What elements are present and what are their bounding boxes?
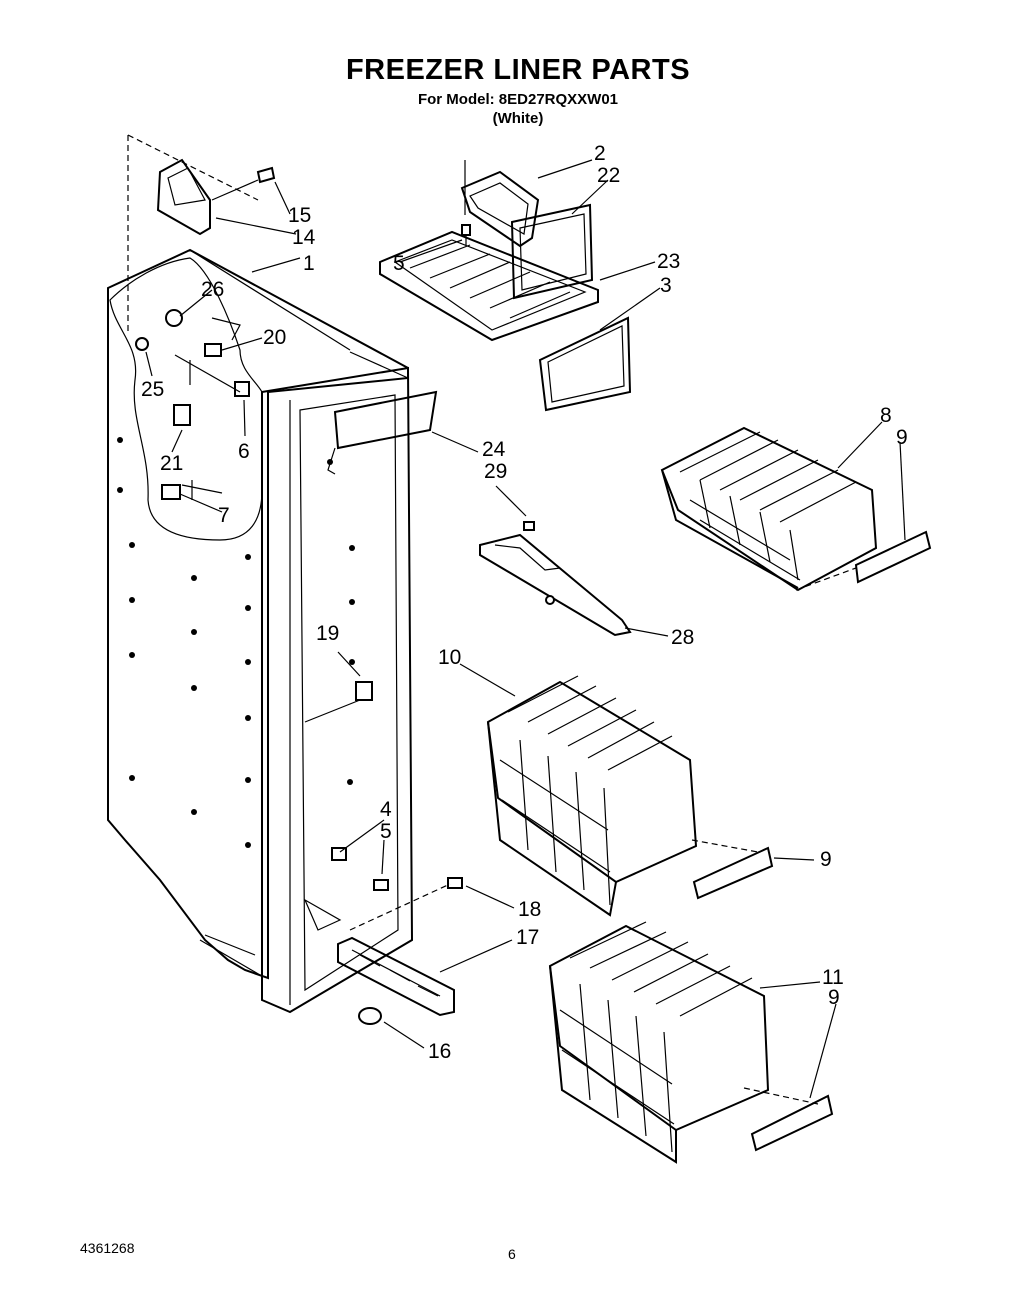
basket-part-8 — [660, 426, 932, 592]
shelf-assembly — [379, 160, 632, 412]
callout-9-bottom: 9 — [828, 986, 840, 1009]
callout-4: 4 — [380, 798, 392, 821]
callout-9-middle: 9 — [820, 848, 832, 871]
liner-components — [135, 309, 250, 500]
callout-24: 24 — [482, 438, 506, 461]
track-part-28 — [479, 521, 632, 637]
callout-21: 21 — [160, 452, 183, 475]
document-number: 4361268 — [80, 1240, 135, 1256]
callout-5-top: 5 — [393, 252, 405, 275]
page-title: FREEZER LINER PARTS — [345, 54, 691, 86]
callout-7: 7 — [218, 504, 230, 527]
basket-part-10 — [486, 675, 774, 917]
callout-18: 18 — [518, 898, 541, 921]
trim-part-17 — [337, 936, 455, 1017]
callout-5-lower: 5 — [380, 820, 392, 843]
callout-26: 26 — [201, 278, 224, 301]
parts-4-5-lower — [331, 847, 389, 891]
callout-6: 6 — [238, 440, 250, 463]
callout-8: 8 — [880, 404, 892, 427]
callout-9-top: 9 — [896, 426, 908, 449]
callout-labels: 1 2 22 23 3 5 15 14 26 20 25 6 21 7 24 2… — [141, 142, 908, 1063]
callout-22: 22 — [597, 164, 620, 187]
callout-25: 25 — [141, 378, 164, 401]
callout-23: 23 — [657, 250, 680, 273]
callout-14: 14 — [292, 226, 316, 249]
basket-part-11 — [548, 921, 834, 1164]
callout-1: 1 — [303, 252, 315, 275]
screw-part-15 — [211, 166, 276, 201]
callout-11: 11 — [822, 966, 844, 989]
leader-lines — [145, 159, 906, 1099]
callout-19: 19 — [316, 622, 339, 645]
callout-10: 10 — [438, 646, 461, 669]
model-label: For Model: 8ED27RQXXW01 — [417, 91, 619, 108]
plug-part-16 — [358, 1007, 382, 1025]
page-number: 6 — [508, 1246, 516, 1262]
bracket-part-14 — [156, 158, 211, 236]
clip-part-19 — [304, 681, 373, 723]
callout-28: 28 — [671, 626, 694, 649]
callout-17: 17 — [516, 926, 539, 949]
callout-29: 29 — [484, 460, 507, 483]
freezer-liner-part-1 — [107, 248, 414, 1014]
callout-16: 16 — [428, 1040, 451, 1063]
callout-20: 20 — [263, 326, 286, 349]
callout-3: 3 — [660, 274, 672, 297]
panel-part-24 — [327, 390, 438, 475]
screw-part-18 — [349, 877, 463, 931]
color-label: (White) — [492, 110, 544, 127]
callout-15: 15 — [288, 204, 311, 227]
callout-2: 2 — [594, 142, 606, 165]
